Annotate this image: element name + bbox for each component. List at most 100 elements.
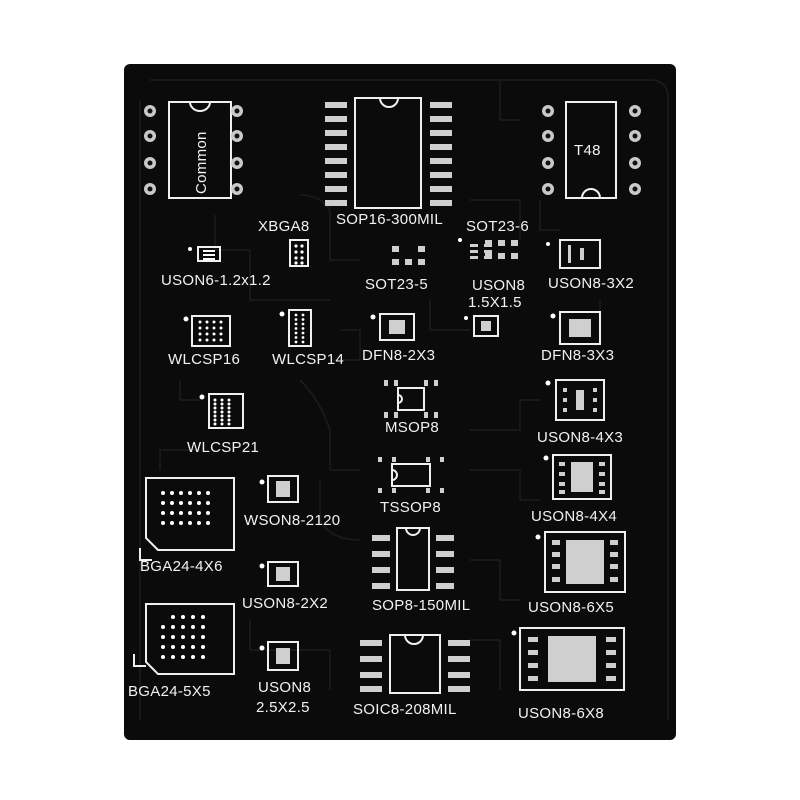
bga24-5x5-footprint [133, 603, 235, 675]
ball-pad [213, 422, 217, 426]
ball-pad [170, 511, 174, 515]
ball-pad [191, 655, 195, 659]
label-dfn8-2x3: DFN8-2X3 [362, 347, 435, 364]
uson8-6x5-footprint [535, 531, 626, 593]
ball-pad [294, 318, 298, 321]
ball-pad [161, 655, 165, 659]
ball-pad [181, 645, 185, 649]
ball-pad [227, 418, 231, 422]
ball-pad [212, 326, 216, 330]
ball-pad [171, 645, 175, 649]
ball-pad [198, 320, 202, 324]
ball-pad [220, 414, 224, 418]
uson8-4x4-footprint [543, 454, 612, 500]
ball-pad [170, 521, 174, 525]
ball-pad [205, 326, 209, 330]
ball-pad [301, 327, 305, 330]
label-wlcsp14: WLCSP14 [272, 351, 344, 368]
label-t48: T48 [574, 142, 601, 159]
ball-pad [197, 511, 201, 515]
uson8-2.5x2.5-footprint [259, 641, 299, 671]
ball-pad [179, 511, 183, 515]
ball-pad [205, 332, 209, 336]
label-common: Common [193, 131, 210, 194]
ball-pad [220, 402, 224, 406]
ball-pad [161, 635, 165, 639]
label-msop8: MSOP8 [385, 419, 439, 436]
ball-pad [181, 625, 185, 629]
ball-pad [301, 340, 305, 344]
ball-pad [213, 410, 217, 414]
ball-pad [197, 501, 201, 505]
ball-pad [219, 320, 223, 324]
ball-pad [191, 645, 195, 649]
ball-pad [227, 422, 231, 426]
ball-pad [181, 635, 185, 639]
sop8-150mil-footprint [372, 527, 454, 591]
ball-pad [171, 615, 175, 619]
label-uson8-6x8: USON8-6X8 [518, 705, 604, 722]
ball-pad [191, 615, 195, 619]
label-uson6: USON6-1.2x1.2 [161, 272, 271, 289]
common-dip8-footprint: Common [144, 101, 243, 199]
ball-pad [201, 625, 205, 629]
ball-pad [198, 332, 202, 336]
label-sop8-150: SOP8-150MIL [372, 597, 470, 614]
ball-pad [188, 501, 192, 505]
label-uson8-4x3: USON8-4X3 [537, 429, 623, 446]
ball-pad [201, 635, 205, 639]
ball-pad [188, 491, 192, 495]
ball-pad [227, 402, 231, 406]
ball-pad [197, 521, 201, 525]
label-soic8-208: SOIC8-208MIL [353, 701, 457, 718]
ball-pad [301, 336, 305, 339]
label-wlcsp16: WLCSP16 [168, 351, 240, 368]
ball-pad [179, 521, 183, 525]
ball-pad [213, 398, 217, 402]
wlcsp16-footprint [183, 315, 231, 347]
label-uson8-3x2: USON8-3X2 [548, 275, 634, 292]
label-uson8-25-line1: USON8 [258, 679, 311, 696]
ball-pad [212, 338, 216, 342]
label-bga24-5x5: BGA24-5X5 [128, 683, 211, 700]
ball-pad [205, 338, 209, 342]
label-tssop8: TSSOP8 [380, 499, 441, 516]
ball-pad [301, 322, 305, 326]
wson8-2120-footprint [259, 475, 299, 503]
uson8-1.5x1.5-footprint [458, 238, 492, 259]
t48-dip8-footprint: T48 [542, 101, 641, 199]
ball-pad [181, 655, 185, 659]
ball-pad [188, 521, 192, 525]
ball-pad [213, 402, 217, 406]
ball-pad [206, 521, 210, 525]
ball-pad [220, 398, 224, 402]
ball-pad [227, 398, 231, 402]
ball-pad [227, 410, 231, 414]
wlcsp14-footprint [279, 309, 312, 347]
ball-pad [170, 501, 174, 505]
xbga8-footprint [289, 239, 309, 267]
uson8-4x3-footprint [545, 379, 605, 421]
uson8-3x2-footprint [546, 239, 601, 269]
msop8-footprint [384, 380, 438, 418]
ball-pad [213, 414, 217, 418]
ball-pad [201, 645, 205, 649]
ball-pad [206, 501, 210, 505]
ball-pad [220, 418, 224, 422]
ball-pad [294, 336, 298, 339]
ball-pad [294, 327, 298, 330]
ball-pad [206, 491, 210, 495]
label-sop16: SOP16-300MIL [336, 211, 443, 228]
ball-pad [170, 491, 174, 495]
ball-pad [227, 406, 231, 410]
copper-traces [139, 79, 669, 720]
ball-pad [220, 410, 224, 414]
ball-pad [191, 625, 195, 629]
ball-pad [197, 491, 201, 495]
ball-pad [206, 511, 210, 515]
ball-pad [171, 635, 175, 639]
sot23-5-footprint [392, 246, 425, 265]
label-wson8-2120: WSON8-2120 [244, 512, 340, 529]
ball-pad [188, 511, 192, 515]
sop16-footprint [325, 97, 452, 209]
